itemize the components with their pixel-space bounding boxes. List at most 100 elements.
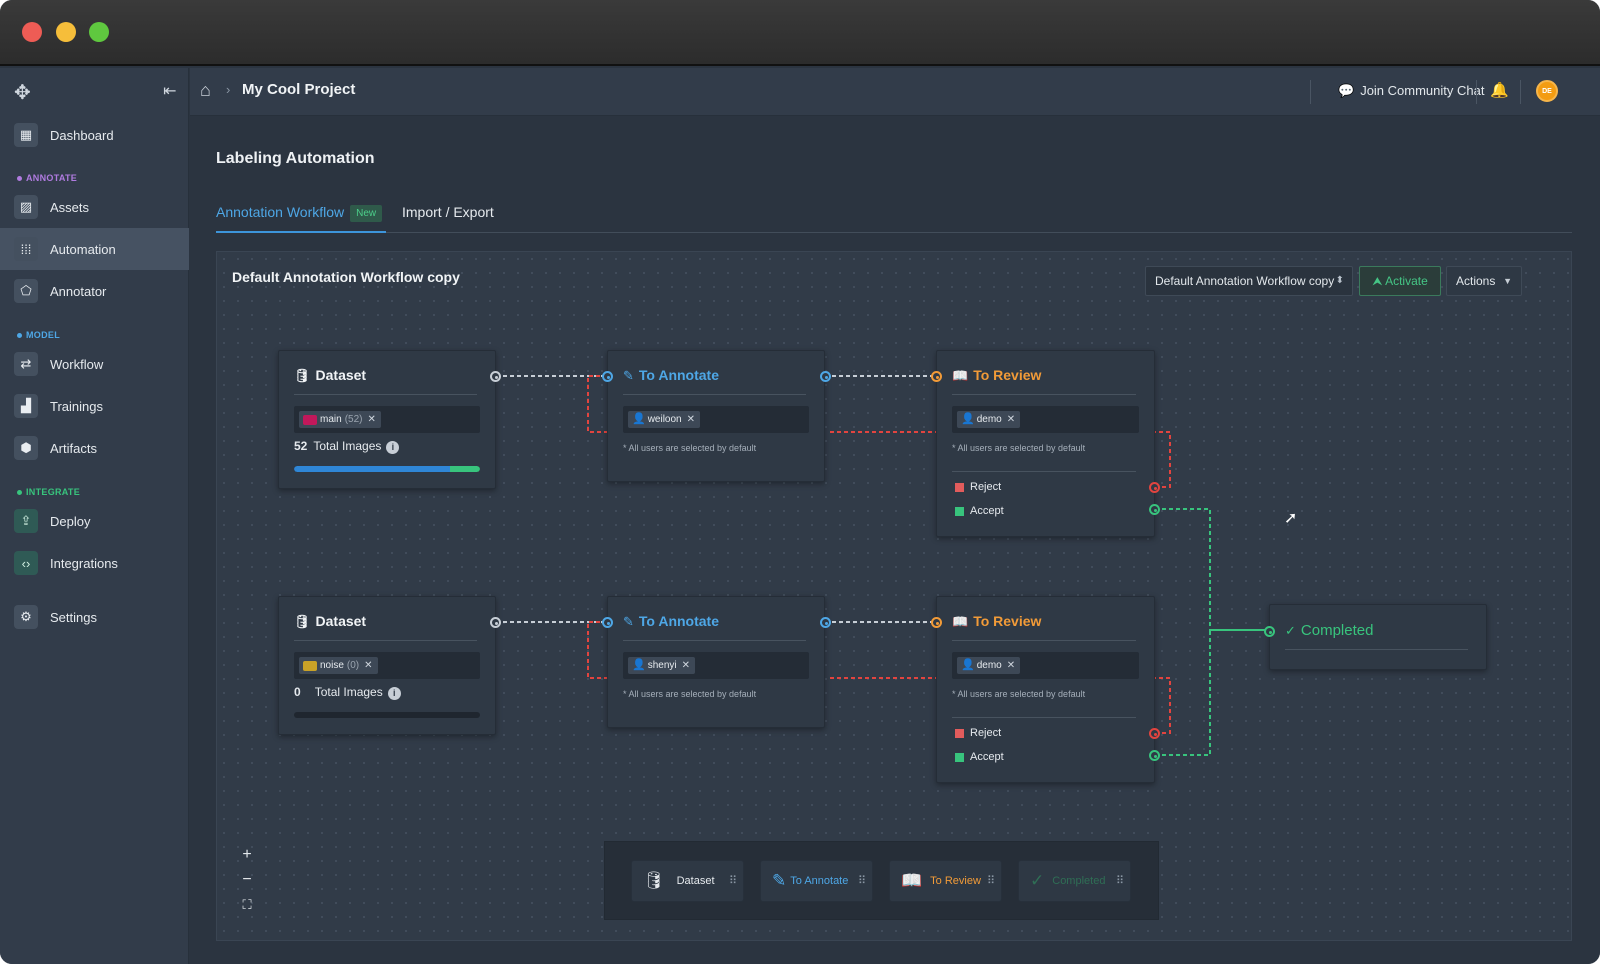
maximize-window-button[interactable] [89,22,109,42]
accept-port[interactable] [1149,750,1160,761]
grid-dots-icon: ⁞⁞⁞ [14,237,38,261]
user-chip[interactable]: 👤shenyi✕ [628,657,695,674]
info-icon[interactable]: i [387,687,401,700]
remove-icon[interactable]: ✕ [1006,414,1016,425]
user-chip[interactable]: 👤weiloon✕ [628,411,701,428]
output-port[interactable] [820,617,831,628]
section-dot [17,176,22,182]
workflow-canvas[interactable]: Default Annotation Workflow copy Default… [216,251,1572,941]
user-icon: 👤 [961,659,975,671]
user-chip[interactable]: 👤demo✕ [957,411,1021,428]
remove-icon[interactable]: ✕ [681,660,690,671]
accept-outcome: Accept [955,505,1004,517]
accept-color-square [955,752,964,762]
section-dot [17,333,22,339]
input-port[interactable] [931,617,942,628]
completed-node[interactable]: ✓Completed [1264,604,1487,670]
review-node[interactable]: 📖To Review 👤demo✕ * All users are select… [931,596,1160,783]
drag-handle-icon[interactable]: ⠿ [857,875,866,887]
remove-icon[interactable]: ✕ [686,414,696,425]
default-users-note: * All users are selected by default [623,443,757,453]
review-node[interactable]: 📖To Review 👤demo✕ * All users are select… [931,350,1160,537]
zoom-out-button[interactable]: − [242,871,252,888]
dataset-progress-bar [294,712,480,718]
database-icon: 🛢 [294,614,311,629]
link-accept-to-completed [1155,630,1211,756]
remove-icon[interactable]: ✕ [367,414,376,425]
input-port[interactable] [1264,626,1275,637]
info-icon[interactable]: i [386,441,400,454]
sidebar-item-workflow[interactable]: ⇄ Workflow [0,343,189,385]
dataset-select[interactable]: noise(0)✕ [294,652,480,679]
sidebar-item-deploy[interactable]: ⇪ Deploy [0,500,189,542]
tab-import-export[interactable]: Import / Export [402,204,494,220]
join-community-chat-link[interactable]: 💬Join Community Chat [1338,83,1485,98]
accept-port[interactable] [1149,504,1160,515]
remove-icon[interactable]: ✕ [1006,660,1016,671]
fit-view-button[interactable]: ⛶ [242,897,252,912]
default-users-note: * All users are selected by default [952,689,1086,699]
activate-button[interactable]: ⮝ Activate [1359,266,1441,296]
sidebar-item-trainings[interactable]: ▟ Trainings [0,385,189,427]
sidebar-item-assets[interactable]: ▨ Assets [0,186,189,228]
avatar[interactable]: DE [1536,80,1558,102]
palette-item-to-review[interactable]: 📖To Review⠿ [889,860,1002,902]
reject-port[interactable] [1149,728,1160,739]
edit-icon: ✎ [623,368,634,383]
cube-icon: ⬢ [14,436,38,460]
user-select[interactable]: 👤demo✕ [952,406,1139,433]
pentagon-icon: ⬠ [14,279,38,303]
annotate-node[interactable]: ✎To Annotate 👤shenyi✕ * All users are se… [602,596,831,728]
output-port[interactable] [490,371,501,382]
palette-item-dataset[interactable]: 🛢Dataset⠿ [631,860,744,902]
input-port[interactable] [602,371,613,382]
default-users-note: * All users are selected by default [952,443,1086,453]
minimize-window-button[interactable] [56,22,76,42]
workflow-select[interactable]: Default Annotation Workflow copy⬍ [1145,266,1353,296]
home-icon[interactable]: ⌂ [200,80,211,100]
sidebar-item-annotator[interactable]: ⬠ Annotator [0,270,189,312]
sidebar-item-dashboard[interactable]: ▦ Dashboard [0,114,189,156]
node-header: 🛢Dataset [294,613,477,641]
input-port[interactable] [931,371,942,382]
reject-port[interactable] [1149,482,1160,493]
palette-item-to-annotate[interactable]: ✎To Annotate⠿ [760,860,873,902]
reject-outcome: Reject [955,481,1001,493]
user-select[interactable]: 👤shenyi✕ [623,652,809,679]
bell-icon[interactable]: 🔔 [1490,82,1509,99]
sidebar-item-label: Integrations [50,555,118,571]
sidebar-item-artifacts[interactable]: ⬢ Artifacts [0,427,189,469]
annotate-node[interactable]: ✎To Annotate 👤weiloon✕ * All users are s… [602,350,831,482]
logo-icon[interactable]: ✥ [14,82,31,104]
close-window-button[interactable] [22,22,42,42]
remove-icon[interactable]: ✕ [364,660,373,671]
input-port[interactable] [602,617,613,628]
drag-handle-icon[interactable]: ⠿ [728,875,737,887]
collapse-sidebar-icon[interactable]: ⇤ [163,83,177,100]
dataset-chip[interactable]: noise(0)✕ [299,657,378,674]
output-port[interactable] [490,617,501,628]
zoom-in-button[interactable]: + [242,846,252,863]
zoom-controls: + − ⛶ [235,844,259,919]
sidebar-item-label: Trainings [50,398,103,414]
user-chip[interactable]: 👤demo✕ [957,657,1021,674]
user-select[interactable]: 👤weiloon✕ [623,406,809,433]
sidebar-item-settings[interactable]: ⚙ Settings [0,596,189,638]
dataset-select[interactable]: main(52)✕ [294,406,480,433]
drag-handle-icon[interactable]: ⠿ [986,875,995,887]
output-port[interactable] [820,371,831,382]
sidebar-item-automation[interactable]: ⁞⁞⁞ Automation [0,228,189,270]
sidebar-item-integrations[interactable]: ‹› Integrations [0,542,189,584]
dataset-chip[interactable]: main(52)✕ [299,411,381,428]
breadcrumb-project[interactable]: My Cool Project [242,81,356,98]
user-select[interactable]: 👤demo✕ [952,652,1139,679]
node-header: 📖To Review [952,613,1136,641]
divider [1520,80,1521,104]
dashboard-icon: ▦ [14,123,38,147]
actions-dropdown[interactable]: Actions▼ [1446,266,1522,296]
node-header: ✎To Annotate [623,367,806,395]
